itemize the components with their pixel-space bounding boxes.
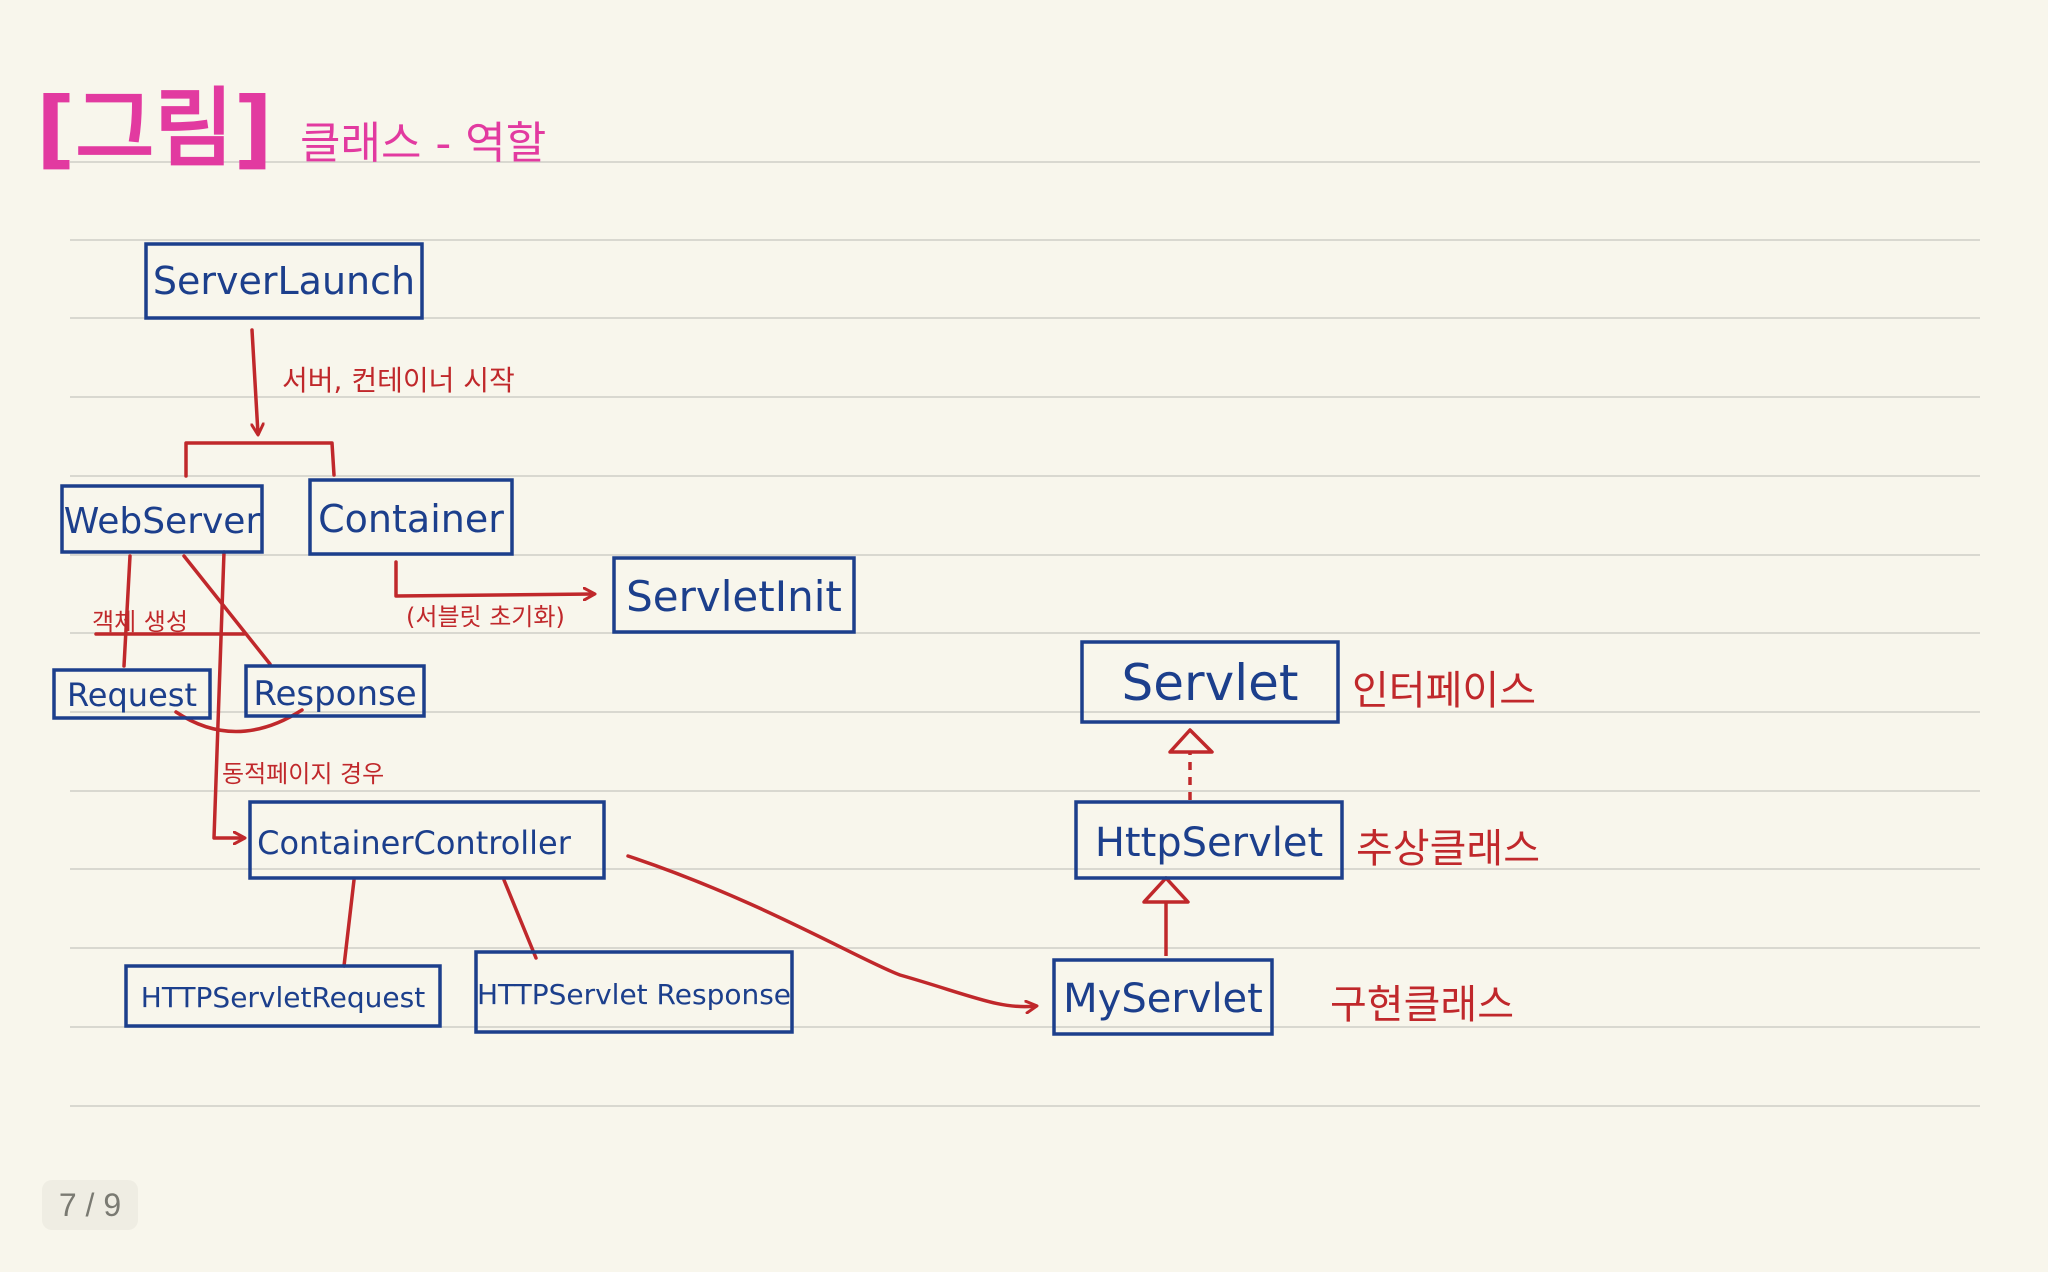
class-boxes	[52, 242, 1344, 1036]
label-servlet: Servlet	[1122, 654, 1299, 712]
extends-arrowhead	[1142, 876, 1190, 904]
box-server-launch	[144, 242, 424, 320]
line-webserver-to-response	[182, 554, 272, 666]
box-request	[52, 668, 212, 720]
class-labels: ServerLaunch WebServer Container Servlet…	[64, 259, 1323, 1022]
note-interface: 인터페이스	[1352, 668, 1536, 714]
box-http-servlet-request	[124, 964, 442, 1028]
label-container: Container	[318, 497, 504, 541]
label-http-servlet-response: HTTPServlet Response	[477, 978, 791, 1011]
label-response: Response	[253, 674, 416, 714]
arrow-serverlaunch-to-split	[250, 328, 258, 434]
line-controller-to-httprequest	[342, 878, 356, 968]
box-http-servlet	[1074, 800, 1344, 880]
box-response	[244, 664, 426, 718]
implements-arrowhead	[1168, 728, 1214, 754]
inheritance-arrows	[1142, 728, 1214, 956]
label-my-servlet: MyServlet	[1063, 976, 1263, 1022]
note-dynamic-page: 동적페이지 경우	[222, 760, 384, 788]
label-container-controller: ContainerController	[257, 824, 572, 862]
label-web-server: WebServer	[64, 501, 261, 542]
box-my-servlet	[1052, 958, 1274, 1036]
arrow-webserver-to-controller	[212, 550, 244, 838]
arrow-controller-to-myservlet	[626, 854, 1036, 1007]
note-impl-class: 구현클래스	[1330, 982, 1514, 1028]
annotations: 서버, 컨테이너 시작 (서블릿 초기화) 객체 생성 동적페이지 경우 인터페…	[92, 364, 1540, 1028]
box-container	[308, 478, 514, 556]
split-bracket	[184, 441, 336, 478]
box-servlet-init	[612, 556, 856, 634]
page-counter: 7 / 9	[42, 1180, 138, 1230]
note-start: 서버, 컨테이너 시작	[282, 364, 515, 397]
note-servlet-init: (서블릿 초기화)	[406, 603, 565, 631]
label-server-launch: ServerLaunch	[153, 259, 415, 303]
label-request: Request	[67, 676, 197, 714]
label-servlet-init: ServletInit	[626, 572, 842, 621]
box-servlet	[1080, 640, 1340, 724]
line-controller-to-httpresponse	[502, 878, 538, 960]
note-abstract-class: 추상클래스	[1356, 826, 1540, 872]
box-container-controller	[248, 800, 606, 880]
box-http-servlet-response	[474, 950, 794, 1034]
connectors	[94, 328, 1036, 1007]
line-webserver-to-request	[122, 554, 132, 668]
note-create-objects: 객체 생성	[92, 608, 188, 636]
page-title: [그림]	[36, 79, 273, 179]
box-web-server	[60, 484, 264, 554]
page-subtitle: 클래스 - 역할	[300, 118, 546, 169]
label-http-servlet-request: HTTPServletRequest	[141, 981, 425, 1014]
arrow-container-to-servletinit	[394, 560, 594, 596]
label-http-servlet: HttpServlet	[1095, 820, 1323, 866]
